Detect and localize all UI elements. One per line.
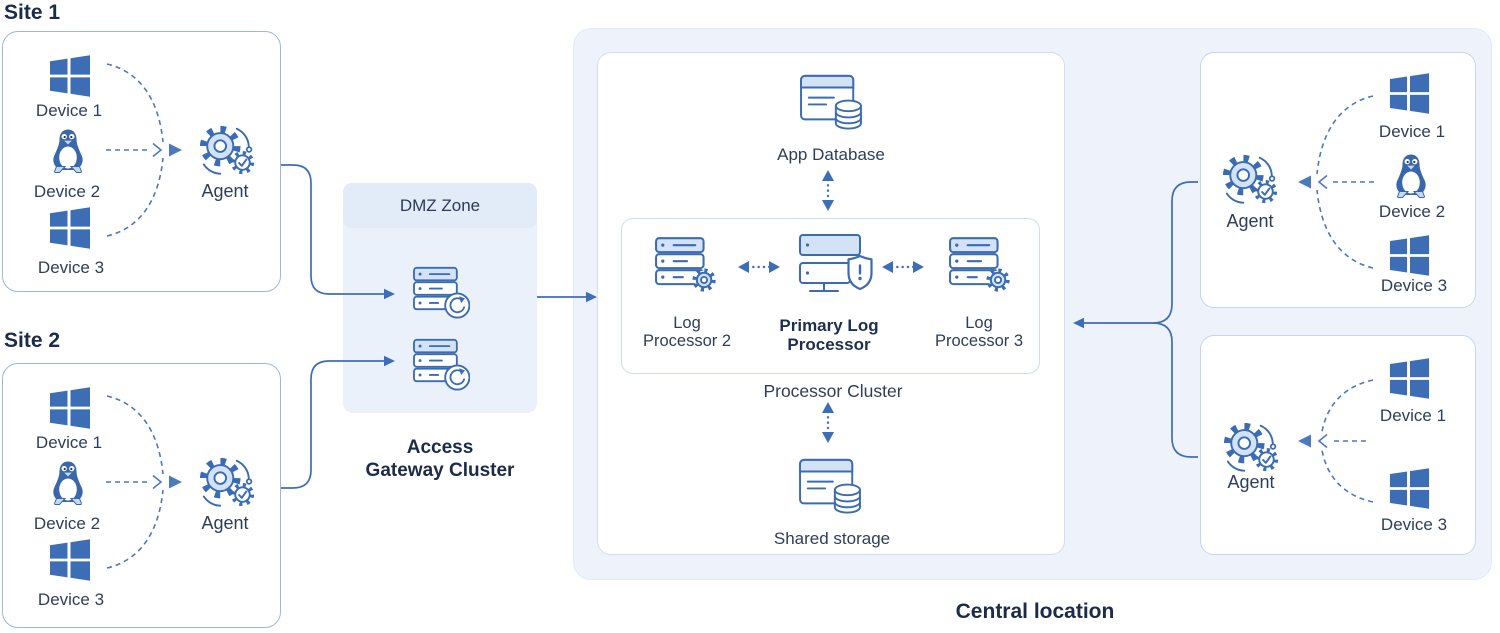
app-database-icon: [799, 73, 863, 131]
linux-icon: [48, 127, 88, 173]
shared-storage-label: Shared storage: [773, 529, 891, 548]
device-label: Device 3: [37, 258, 105, 277]
log-processor2-label: Log Processor 2: [642, 314, 732, 350]
device-label: Device 2: [33, 182, 101, 201]
remote-box2-card: Device 1 Agent Device 3: [1200, 335, 1476, 555]
agent-icon: [197, 121, 259, 179]
windows-icon: [1387, 356, 1432, 401]
processor-cluster-card: Log Processor 2 Primary Log Processor Lo…: [621, 218, 1040, 374]
access-gateway-caption: Access Gateway Cluster: [340, 436, 540, 482]
windows-icon: [47, 385, 93, 431]
caption-line1: Access: [406, 437, 474, 458]
shared-storage-icon: [798, 457, 862, 515]
device-label: Device 1: [35, 101, 103, 120]
server-gear-icon: [948, 235, 1012, 295]
dmz-zone-header: DMZ Zone: [343, 183, 537, 228]
site2-title: Site 2: [4, 329, 61, 352]
windows-icon: [47, 537, 93, 583]
agent-label: Agent: [201, 181, 249, 201]
linux-icon: [1391, 152, 1431, 198]
agent-label: Agent: [1227, 472, 1275, 492]
primary-processor-label: Primary Log Processor: [779, 316, 879, 354]
device-label: Device 3: [1380, 276, 1448, 295]
device-label: Device 1: [1378, 122, 1446, 141]
device-label: Device 2: [1378, 202, 1446, 221]
device-label: Device 3: [1380, 515, 1448, 534]
server-refresh-icon: [412, 337, 470, 391]
agent-icon: [1221, 418, 1283, 476]
windows-icon: [1387, 233, 1432, 278]
central-location-label: Central location: [955, 600, 1115, 623]
windows-icon: [1387, 466, 1432, 511]
server-gear-icon: [654, 235, 718, 295]
site1-title: Site 1: [4, 1, 61, 24]
log-processor3-label: Log Processor 3: [934, 314, 1024, 350]
site1-card: Device 1 Device 2 Device 3 Agent: [2, 31, 281, 292]
windows-icon: [47, 53, 93, 99]
device-label: Device 2: [33, 514, 101, 533]
agent-label: Agent: [1226, 211, 1274, 231]
dmz-zone-box: DMZ Zone: [343, 183, 537, 413]
remote-box1-card: Agent Device 1 Device 2 Device 3: [1200, 52, 1476, 308]
linux-icon: [48, 459, 88, 505]
agent-icon: [1220, 150, 1282, 208]
primary-processor-icon: [794, 232, 876, 298]
caption-line2: Gateway Cluster: [365, 460, 515, 481]
agent-label: Agent: [201, 513, 249, 533]
windows-icon: [1387, 71, 1432, 116]
site2-card: Device 1 Device 2 Device 3 Agent: [2, 363, 281, 628]
device-label: Device 3: [37, 590, 105, 609]
windows-icon: [47, 205, 93, 251]
server-refresh-icon: [412, 265, 470, 319]
device-label: Device 1: [35, 433, 103, 452]
processor-cluster-label: Processor Cluster: [763, 381, 903, 401]
device-label: Device 1: [1379, 406, 1447, 425]
app-database-label: App Database: [777, 145, 885, 164]
agent-icon: [197, 453, 259, 511]
